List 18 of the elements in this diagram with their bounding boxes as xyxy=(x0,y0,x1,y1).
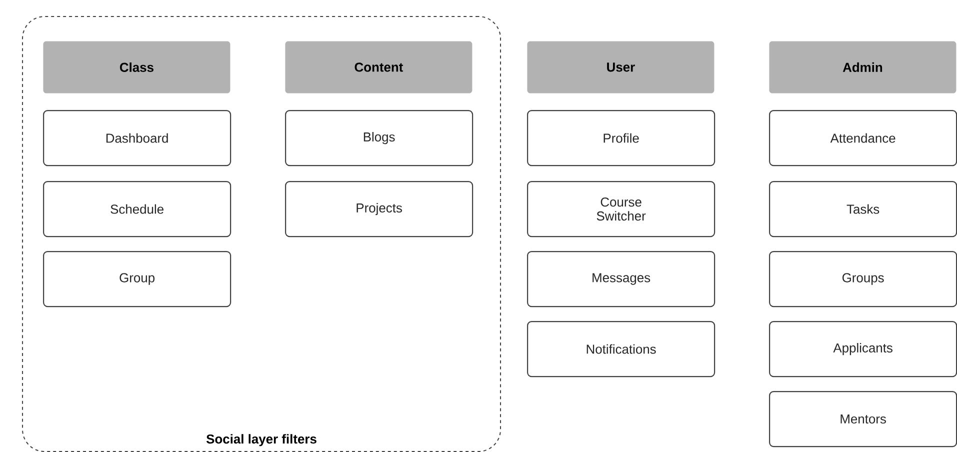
menu-item-box: Group xyxy=(43,251,232,308)
column-header: Admin xyxy=(769,41,956,94)
menu-item-box: Dashboard xyxy=(43,110,232,166)
column-header: User xyxy=(527,41,714,94)
menu-item-box: Groups xyxy=(769,251,957,308)
menu-item-box: Mentors xyxy=(769,391,957,448)
column-header: Content xyxy=(285,41,472,94)
menu-item-box: Projects xyxy=(285,181,474,238)
menu-item-box: Tasks xyxy=(769,181,957,238)
menu-item-box: Messages xyxy=(527,251,716,308)
menu-item-box: Blogs xyxy=(285,110,474,166)
column-header: Class xyxy=(43,41,230,94)
menu-item-box: Applicants xyxy=(769,321,957,378)
menu-item-box: Profile xyxy=(527,110,716,166)
menu-item-box: Course Switcher xyxy=(527,181,716,238)
menu-item-box: Schedule xyxy=(43,181,232,238)
menu-item-box: Attendance xyxy=(769,110,957,166)
menu-item-box: Notifications xyxy=(527,321,716,378)
